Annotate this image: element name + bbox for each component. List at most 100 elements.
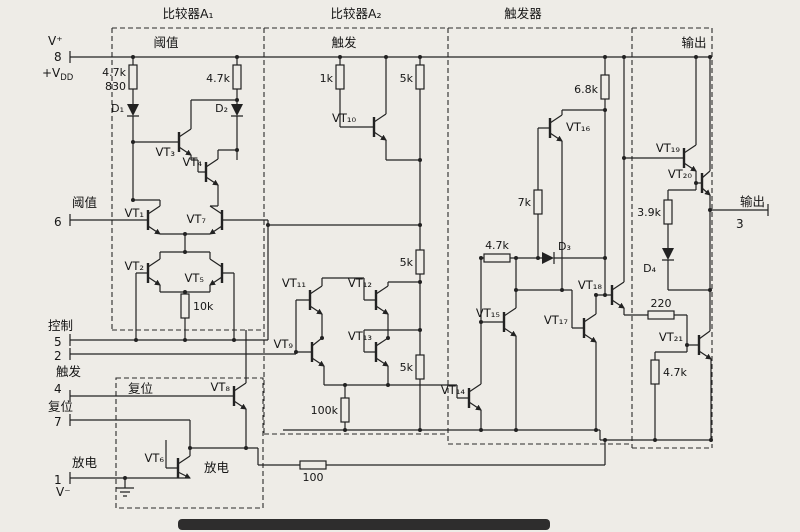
- label-v-minus: V⁻: [56, 485, 71, 499]
- label-vt11: VT₁₁: [282, 276, 306, 290]
- label-r14: 4.7k: [663, 366, 687, 379]
- label-vt20: VT₂₀: [668, 167, 693, 181]
- vt8-emitter: [233, 400, 247, 410]
- vt1-emitter: [147, 225, 161, 235]
- label-discharge-inner: 放电: [204, 460, 230, 475]
- wire-output-stage: [624, 57, 712, 440]
- label-vt1: VT₁: [124, 206, 144, 220]
- label-vt8: VT₈: [210, 380, 230, 394]
- title-comparator-a2: 比较器A₂: [330, 6, 381, 21]
- label-trigger-pin: 触发: [56, 364, 82, 379]
- resistor-r1-body: [128, 64, 138, 90]
- vdd-subscript: DD: [60, 73, 74, 83]
- label-vt7: VT₇: [186, 212, 206, 226]
- label-vt13: VT₁₃: [348, 329, 373, 343]
- resistor-r11-body: [600, 74, 610, 100]
- resistor-r4-body: [335, 64, 345, 90]
- label-r12: 3.9k: [637, 206, 661, 219]
- label-control-pin: 控制: [48, 318, 73, 333]
- resistor-r5-body: [415, 64, 425, 90]
- vt2-emitter: [147, 276, 161, 286]
- wire-ground-bus: [283, 429, 712, 441]
- section-boxes: [111, 27, 713, 509]
- label-r7: 5k: [400, 361, 414, 374]
- label-vt21: VT₂₁: [659, 330, 683, 344]
- label-vt18: VT₁₈: [578, 278, 603, 292]
- label-pin8: 8: [54, 50, 62, 64]
- vt4-emitter: [205, 176, 219, 186]
- vt14-emitter: [468, 401, 482, 411]
- vt12-emitter: [375, 305, 389, 315]
- label-pin5: 5: [54, 335, 62, 349]
- vt19-emitter: [683, 162, 697, 172]
- resistors: [128, 64, 675, 470]
- label-vt15: VT₁₅: [476, 306, 501, 320]
- label-output-pin: 输出: [740, 194, 765, 209]
- resistor-r8-body: [340, 397, 350, 423]
- diode-d3-symbol: [542, 252, 554, 264]
- label-r1: 4.7k: [102, 66, 126, 79]
- title-flip-flop: 触发器: [504, 6, 542, 21]
- title-comparator-a1: 比较器A₁: [162, 6, 213, 21]
- resistor-r7-body: [415, 354, 425, 380]
- resistor-r14-body: [650, 359, 660, 385]
- wire-flipflop: [481, 57, 648, 430]
- label-pin7: 7: [54, 415, 62, 429]
- reset-box-border: [115, 377, 264, 509]
- label-vt3: VT₃: [155, 145, 175, 159]
- junction-dots: [123, 55, 713, 480]
- label-r10: 7k: [518, 196, 532, 209]
- resistor-r12-body: [663, 199, 673, 225]
- vt20-emitter: [701, 187, 711, 196]
- label-discharge-pin: 放电: [72, 455, 98, 470]
- vt3-emitter: [178, 146, 192, 156]
- label-r5: 5k: [400, 72, 414, 85]
- label-vt4: VT₄: [182, 155, 202, 169]
- scan-artifact: [178, 519, 550, 530]
- wire-comparator1: [127, 57, 268, 340]
- diode-d1-symbol: [127, 104, 139, 116]
- label-vt17: VT₁₇: [544, 313, 569, 327]
- vt10-emitter: [373, 131, 387, 141]
- label-threshold-pin: 阈值: [72, 195, 97, 210]
- label-pin3: 3: [736, 217, 744, 231]
- wire-discharge-reset: [165, 330, 606, 469]
- vt21-emitter: [698, 350, 712, 360]
- vdd-base: +V: [42, 66, 61, 80]
- resistor-r6-body: [415, 249, 425, 275]
- vt15-emitter: [503, 327, 517, 337]
- resistor-r2-body: [232, 64, 242, 90]
- label-vt2: VT₂: [124, 259, 144, 273]
- label-vt10: VT₁₀: [332, 111, 357, 125]
- vt7-emitter: [209, 225, 223, 235]
- label-vt5: VT₅: [184, 271, 204, 285]
- label-r1b: 830: [105, 80, 126, 93]
- label-vt14: VT₁₄: [441, 383, 466, 397]
- vt6-emitter: [177, 471, 191, 479]
- label-vt9: VT₉: [273, 337, 293, 351]
- resistor-r13-body: [647, 310, 675, 320]
- label-pin4: 4: [54, 382, 62, 396]
- wire-comparator2: [268, 57, 482, 430]
- section-borders: [111, 27, 713, 449]
- label-r2: 4.7k: [206, 72, 230, 85]
- label-r9: 4.7k: [485, 239, 509, 252]
- label-r6: 5k: [400, 256, 414, 269]
- label-vt6: VT₆: [144, 451, 164, 465]
- label-d2: D₂: [215, 102, 228, 115]
- label-r8: 100k: [311, 404, 339, 417]
- vt9-emitter: [311, 357, 325, 367]
- label-pin1: 1: [54, 473, 62, 487]
- label-r3: 10k: [193, 300, 214, 313]
- diode-d2-symbol: [231, 104, 243, 116]
- diode-d4-symbol: [662, 248, 674, 260]
- label-v-plus: V⁺: [48, 34, 63, 48]
- label-vt16: VT₁₆: [566, 120, 591, 134]
- label-r11: 6.8k: [574, 83, 598, 96]
- label-vdd: +VDD: [42, 66, 74, 83]
- wires: [69, 51, 769, 497]
- transistor-bars: [146, 117, 704, 478]
- label-r13: 220: [651, 297, 672, 310]
- diodes: [127, 104, 674, 264]
- label-d1: D₁: [111, 102, 124, 115]
